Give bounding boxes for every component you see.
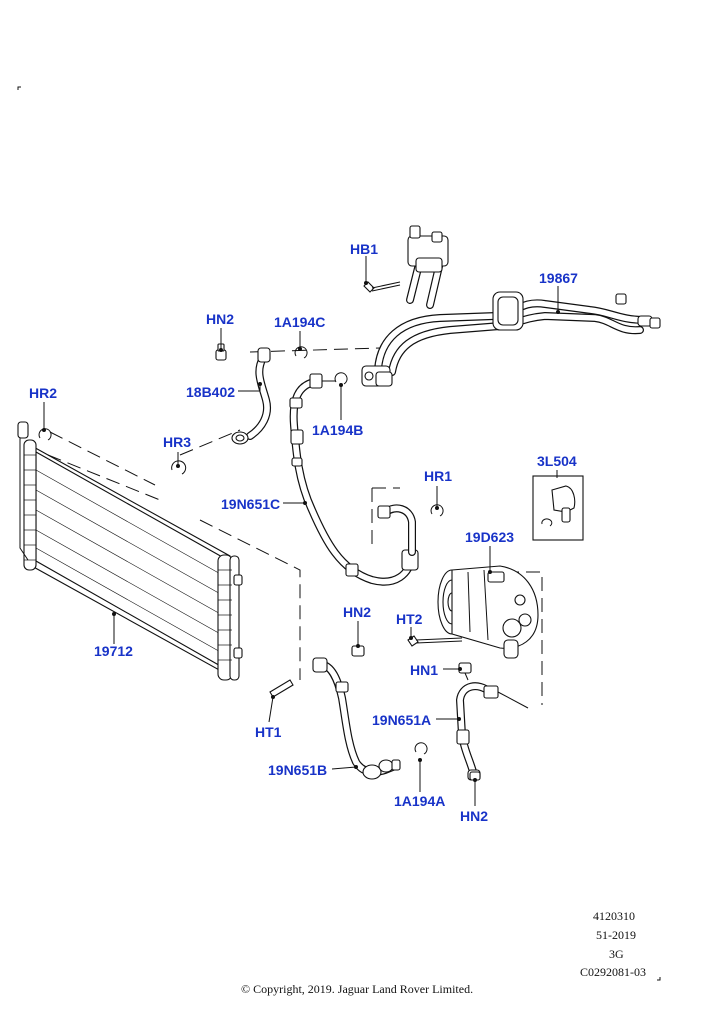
- callout-hr2: HR2: [29, 385, 58, 401]
- callout-19n651b: 19N651B: [268, 762, 328, 778]
- callout-3l504: 3L504: [537, 453, 577, 469]
- illustration-code: C0292081-03: [580, 965, 646, 979]
- hr3-clip: [171, 460, 187, 475]
- callout-hn1: HN1: [410, 662, 439, 678]
- callout-19867: 19867: [539, 270, 578, 286]
- hose-18b402: [231, 347, 271, 445]
- callout-19712: 19712: [94, 643, 133, 659]
- callout-hr1: HR1: [424, 468, 453, 484]
- copyright-notice: © Copyright, 2019. Jaguar Land Rover Lim…: [241, 982, 474, 996]
- inset-3l504: [532, 475, 584, 541]
- line-assembly-19867: [361, 225, 661, 387]
- hose-19n651c: [289, 373, 419, 586]
- callout-19n651a: 19N651A: [372, 712, 432, 728]
- callout-hn2-mid: HN2: [343, 604, 372, 620]
- reference-variant: 3G: [609, 947, 624, 961]
- callout-ht1: HT1: [255, 724, 282, 740]
- hb1-bolt: [363, 281, 401, 293]
- callout-hb1: HB1: [350, 241, 379, 257]
- callout-1a194c: 1A194C: [274, 314, 326, 330]
- seal-1a194c: [294, 346, 308, 359]
- reference-number: 4120310: [593, 909, 635, 923]
- corner-mark-bottom-right: [657, 977, 661, 981]
- hose-19n651a: [456, 682, 529, 781]
- callout-ht2: HT2: [396, 611, 423, 627]
- hr1-clip: [430, 504, 444, 517]
- callout-hn2-top: HN2: [206, 311, 235, 327]
- callout-1a194a: 1A194A: [394, 793, 446, 809]
- ht2-bolt: [407, 635, 463, 647]
- callout-hr3: HR3: [163, 434, 192, 450]
- callout-19d623: 19D623: [465, 529, 515, 545]
- corner-mark-top-left: [17, 86, 21, 90]
- leader-lines: [42, 256, 560, 806]
- condenser-19712: [17, 421, 243, 681]
- hr2-clip: [38, 428, 52, 441]
- suction-hose-section: [377, 504, 416, 556]
- compressor-19d623: [437, 565, 539, 659]
- reference-date-code: 51-2019: [596, 928, 636, 942]
- callout-19n651c: 19N651C: [221, 496, 281, 512]
- hose-19n651b: [312, 657, 401, 780]
- hn1-nut: [458, 662, 472, 681]
- seal-1a194b: [334, 372, 348, 385]
- ht1-stud: [269, 679, 294, 698]
- callout-18b402: 18B402: [186, 384, 236, 400]
- callout-hn2-bottom: HN2: [460, 808, 489, 824]
- seal-1a194a: [414, 742, 428, 755]
- callout-1a194b: 1A194B: [312, 422, 364, 438]
